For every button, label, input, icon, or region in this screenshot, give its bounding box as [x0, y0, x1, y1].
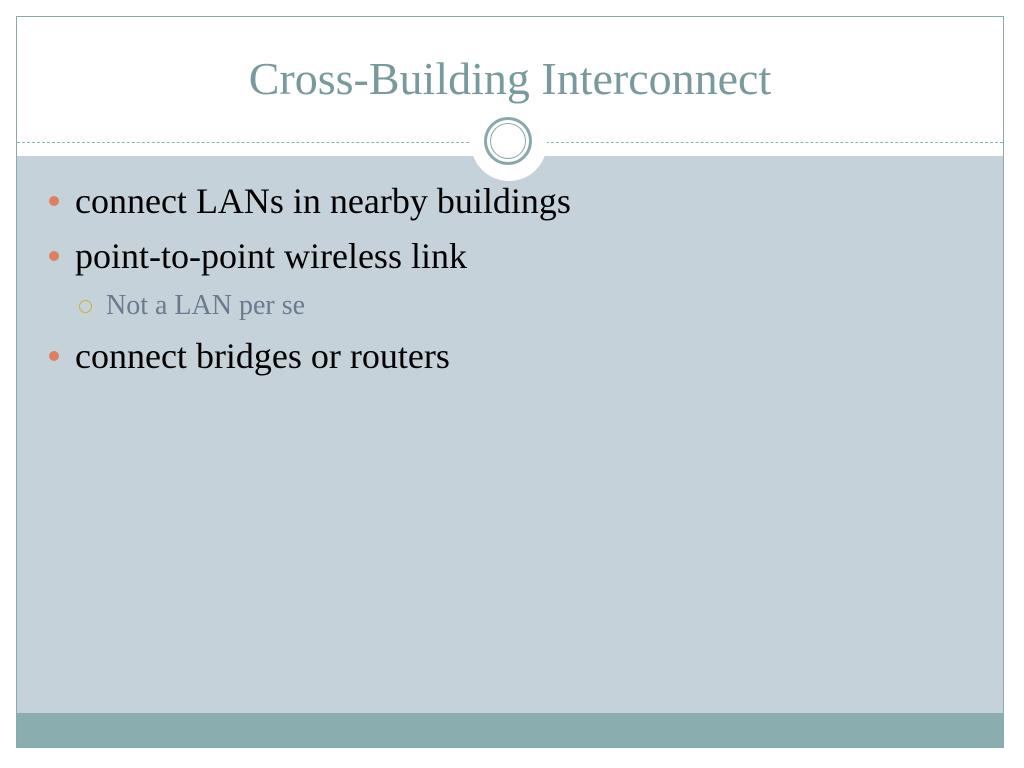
bullet-dot-icon — [49, 351, 59, 361]
bullet-text: point-to-point wireless link — [75, 236, 467, 276]
slide: Cross-Building Interconnect connect LANs… — [16, 16, 1004, 748]
footer-bar — [17, 713, 1003, 747]
bullet-dot-icon — [49, 251, 59, 261]
bullet-text: connect LANs in nearby buildings — [75, 181, 571, 221]
bullet-dot-icon — [49, 196, 59, 206]
bullet-item: connect bridges or routers — [49, 334, 450, 378]
sub-bullet-item: Not a LAN per se — [79, 289, 306, 323]
sub-bullet-text: Not a LAN per se — [106, 290, 306, 321]
slide-title: Cross-Building Interconnect — [248, 53, 772, 104]
bullet-item: connect LANs in nearby buildings — [49, 179, 571, 223]
bullet-item: point-to-point wireless link — [49, 234, 467, 278]
sub-bullet-ring-icon — [79, 300, 92, 313]
circle-ornament-inner-icon — [490, 123, 526, 159]
bullet-text: connect bridges or routers — [75, 336, 450, 376]
